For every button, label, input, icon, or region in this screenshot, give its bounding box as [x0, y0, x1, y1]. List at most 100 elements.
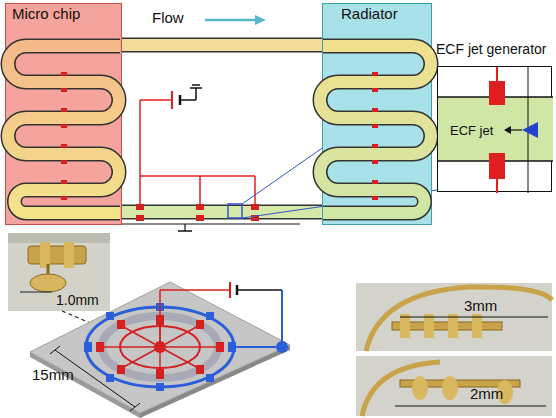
wiring [120, 223, 300, 224]
photo-3mm [400, 317, 548, 318]
photo-small [47, 264, 50, 274]
shape [8, 46, 120, 213]
shape [122, 38, 322, 53]
shape [61, 160, 67, 164]
flow-arrow [205, 19, 257, 22]
jet-arrow [504, 126, 511, 134]
device-render [206, 312, 214, 320]
photo-3mm [424, 314, 434, 338]
shape [61, 108, 67, 112]
inset-box: ECF jet generatorECF jet [437, 66, 552, 192]
wiring [140, 99, 172, 101]
wiring [136, 204, 144, 210]
device-render [281, 290, 283, 341]
node-title: Micro chip [12, 5, 80, 22]
device-render [159, 290, 161, 341]
device-render [156, 369, 164, 379]
photo-small [8, 233, 110, 243]
channel-serpentine [6, 4, 120, 226]
photo-small [28, 246, 86, 264]
dimension-line [50, 346, 60, 354]
device-render [106, 312, 114, 320]
device-render [156, 383, 164, 391]
photo-2mm [362, 362, 440, 416]
wiring [120, 85, 300, 231]
device-render [117, 365, 125, 374]
flow-arrow [205, 15, 266, 25]
wiring [195, 88, 197, 100]
device-render [117, 320, 125, 329]
device-render [216, 342, 224, 352]
photo-2mm [395, 406, 546, 407]
node-title: ECF jet generator [436, 41, 547, 57]
device-render [196, 320, 204, 329]
shape [372, 180, 378, 184]
wiring [171, 91, 173, 109]
wiring [196, 204, 204, 210]
shape [372, 88, 378, 92]
device-render [228, 342, 236, 352]
photo-3mm [400, 314, 410, 338]
shape [320, 46, 431, 213]
photo-2mm [412, 376, 428, 400]
shape [372, 108, 378, 112]
dimension-label: Flow [152, 9, 184, 26]
photo-3mm [448, 314, 458, 338]
shape [372, 144, 378, 148]
channel [438, 97, 553, 161]
photo-3mm [366, 287, 552, 351]
shape [61, 124, 67, 128]
device-render [96, 342, 104, 352]
shape [61, 196, 67, 200]
shape [61, 72, 67, 76]
shape [122, 205, 322, 220]
device-render [154, 341, 166, 353]
device-render [84, 342, 92, 352]
photo-3mm [472, 314, 482, 338]
shape [372, 160, 378, 164]
photo-2mm [356, 356, 552, 416]
node-text: ECF jet [450, 124, 493, 139]
wiring [180, 99, 196, 101]
device-render [30, 282, 290, 413]
wiring [178, 230, 192, 232]
device-render [206, 374, 214, 382]
dimension-label: 3mm [464, 297, 497, 314]
dimension-line [130, 403, 140, 411]
photo-2mm [356, 356, 552, 416]
jet-arrow [510, 129, 522, 130]
shape [320, 46, 431, 213]
wiring [199, 176, 201, 204]
shape [61, 88, 67, 92]
photo-3mm [356, 283, 552, 351]
electrode [489, 81, 505, 105]
wiring [136, 215, 144, 221]
photo-3mm [356, 283, 552, 351]
shape [8, 46, 120, 213]
wiring [140, 175, 255, 177]
wire [496, 67, 498, 83]
device-render [196, 365, 204, 374]
emitter [522, 122, 538, 138]
photo-small [8, 233, 110, 311]
dimension-label: 1.0mm [56, 292, 99, 308]
photo-2mm [442, 376, 458, 400]
chip-box: Micro chip [5, 3, 122, 225]
photo-small [30, 274, 66, 292]
wiring [184, 224, 185, 231]
wire [496, 177, 498, 193]
shape [61, 180, 67, 184]
flow-channel [122, 212, 322, 213]
dimension-label: 2mm [470, 385, 503, 402]
device-render [236, 346, 276, 348]
radiator-box: Radiator [322, 3, 432, 225]
node-title: Radiator [341, 5, 398, 22]
shape [122, 39, 322, 51]
wiring [251, 204, 259, 210]
shape [372, 196, 378, 200]
shape [372, 124, 378, 128]
dimension-label: 15mm [32, 366, 74, 383]
flow-channel [122, 45, 322, 46]
channel-serpentine [323, 4, 430, 226]
photo-small [64, 242, 74, 268]
